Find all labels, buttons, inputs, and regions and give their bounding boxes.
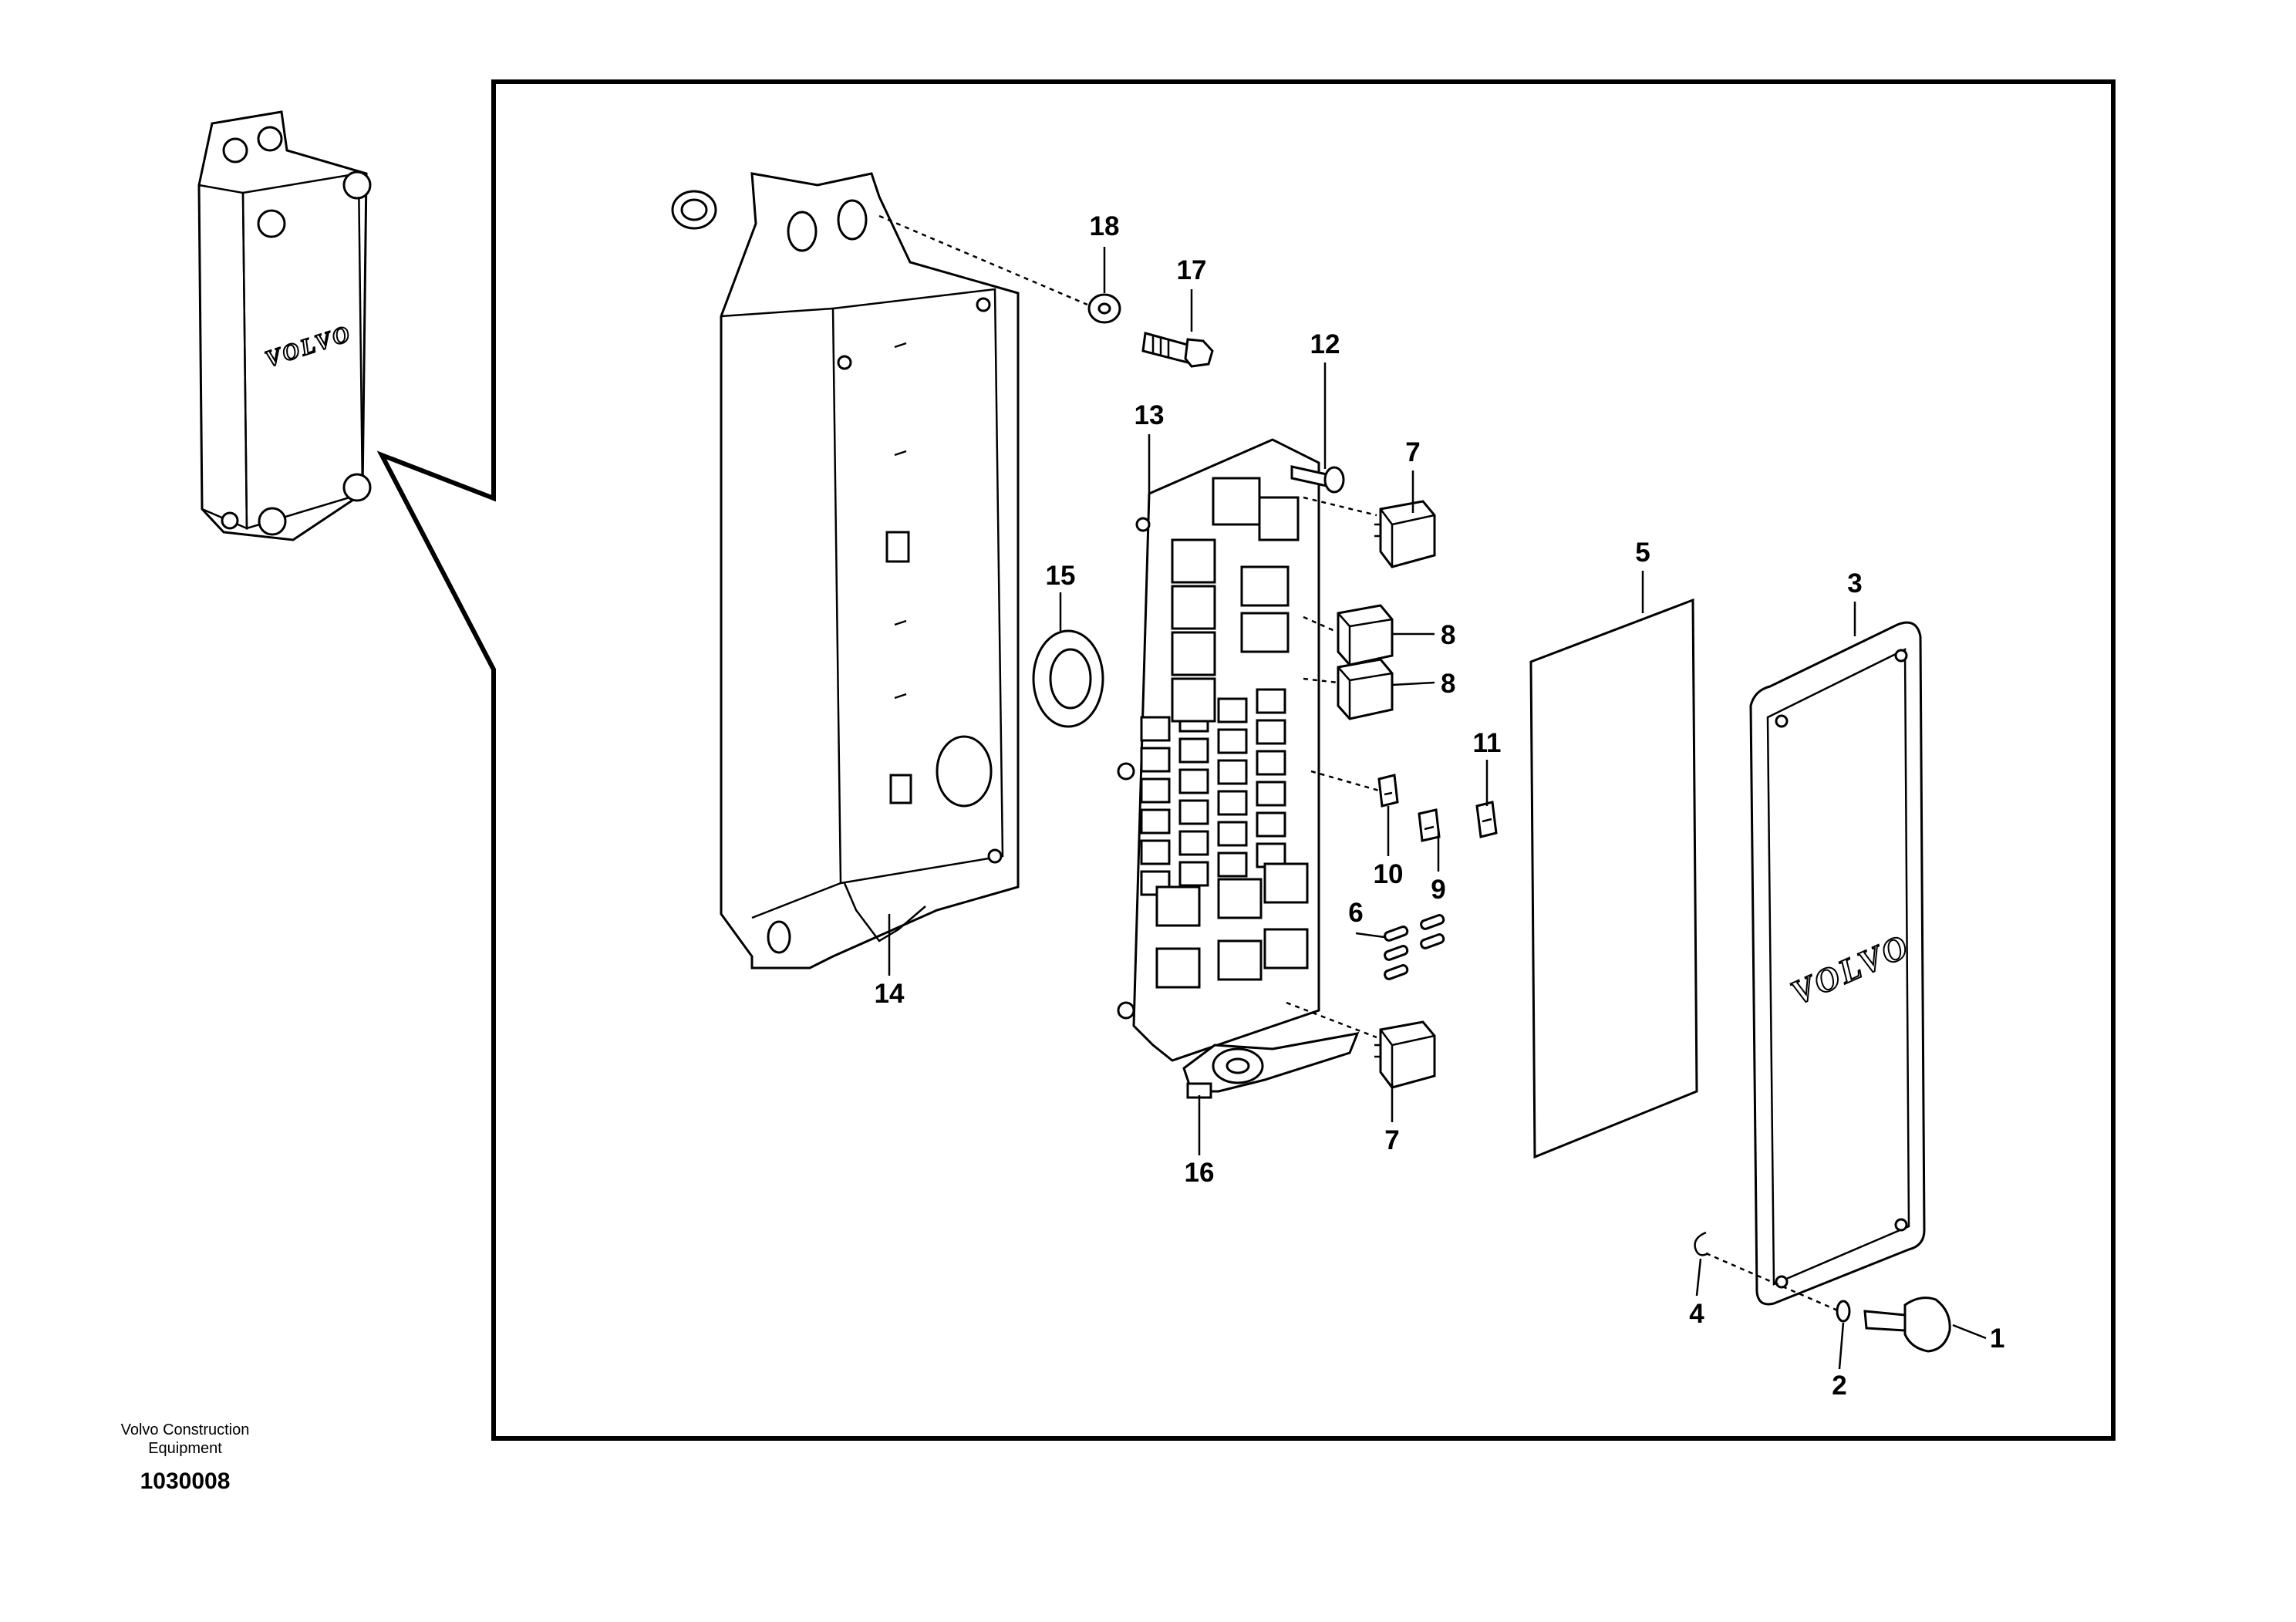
fuse-9	[1418, 808, 1441, 842]
relay-8-lower	[1337, 658, 1394, 720]
callout-8-lower: 8	[1441, 669, 1455, 699]
callout-8-upper: 8	[1441, 620, 1455, 650]
leader-lines	[888, 247, 1987, 1370]
fuse-slot	[1256, 781, 1286, 807]
callout-9: 9	[1431, 875, 1445, 905]
callout-1: 1	[1990, 1324, 2004, 1354]
fuse-slot	[1140, 747, 1171, 773]
overview-unit: VOLVO	[197, 110, 372, 541]
washer-18	[1087, 293, 1121, 324]
cover-plate-3: VOLVO	[1749, 621, 1926, 1306]
gasket-5	[1529, 598, 1698, 1159]
relay-7-top	[1374, 500, 1436, 568]
fuse-slot	[1140, 777, 1171, 804]
housing-box	[720, 172, 1020, 969]
fuse-slot	[1178, 737, 1209, 764]
callout-13: 13	[1135, 400, 1165, 430]
seal-ring-15	[1032, 629, 1104, 728]
knob-screw-1	[1863, 1297, 1951, 1353]
callout-7-bottom: 7	[1384, 1125, 1399, 1155]
fuse-slot	[1256, 811, 1286, 838]
relay-8-upper	[1337, 604, 1394, 666]
fuse-slot	[1217, 790, 1248, 816]
callout-15: 15	[1046, 561, 1076, 591]
bracket-16	[1182, 1032, 1360, 1099]
fuse-slot	[1217, 821, 1248, 847]
callout-12: 12	[1310, 329, 1340, 359]
drawing-number: 1030008	[140, 1469, 231, 1494]
callout-labels: 1 2 3 4 5 6 7 7 8 8 9 10 11 12 13 14 15 …	[875, 211, 2005, 1401]
callout-18: 18	[1090, 211, 1120, 241]
fuse-slot	[1178, 861, 1209, 887]
fuses-6	[1384, 914, 1445, 980]
bolt-17	[1141, 332, 1214, 368]
company-name-line2: Equipment	[148, 1440, 222, 1457]
circlip-4	[1694, 1231, 1709, 1256]
relay-7-bottom	[1374, 1020, 1436, 1089]
callout-17: 17	[1177, 255, 1207, 285]
callout-14: 14	[875, 979, 905, 1009]
fuse-slot	[1178, 799, 1209, 825]
screw-12	[1290, 465, 1345, 494]
fuse-slot	[1178, 830, 1209, 856]
fuse-10	[1377, 774, 1399, 808]
grommet	[671, 190, 717, 230]
fuse-slot	[1217, 728, 1248, 754]
callout-2: 2	[1832, 1371, 1846, 1401]
fuse-slot	[1140, 716, 1171, 742]
fuse-slot	[1256, 719, 1286, 745]
callout-11: 11	[1473, 728, 1502, 758]
fuse-slot	[1256, 688, 1286, 714]
footer: Volvo Construction Equipment 1030008	[121, 1421, 250, 1494]
callout-6: 6	[1348, 898, 1363, 928]
circuit-board	[1117, 438, 1320, 1062]
fuse-slot	[1217, 759, 1248, 785]
assembly-lines	[878, 214, 1840, 1313]
fuse-slot	[1178, 768, 1209, 794]
fuse-slot	[1217, 851, 1248, 878]
company-name-line1: Volvo Construction	[121, 1421, 250, 1438]
oring-2	[1836, 1300, 1851, 1323]
fuse-slot	[1217, 697, 1248, 723]
callout-4: 4	[1689, 1299, 1704, 1329]
callout-7-top: 7	[1405, 437, 1420, 467]
callout-5: 5	[1635, 538, 1650, 568]
fuse-slot	[1140, 808, 1171, 835]
fuse-slot	[1256, 750, 1286, 776]
callout-3: 3	[1847, 568, 1862, 599]
callout-16: 16	[1185, 1158, 1215, 1188]
fuse-11	[1475, 801, 1498, 838]
detail-frame	[376, 79, 2116, 1441]
callout-10: 10	[1374, 859, 1404, 889]
fuse-slot	[1140, 839, 1171, 865]
